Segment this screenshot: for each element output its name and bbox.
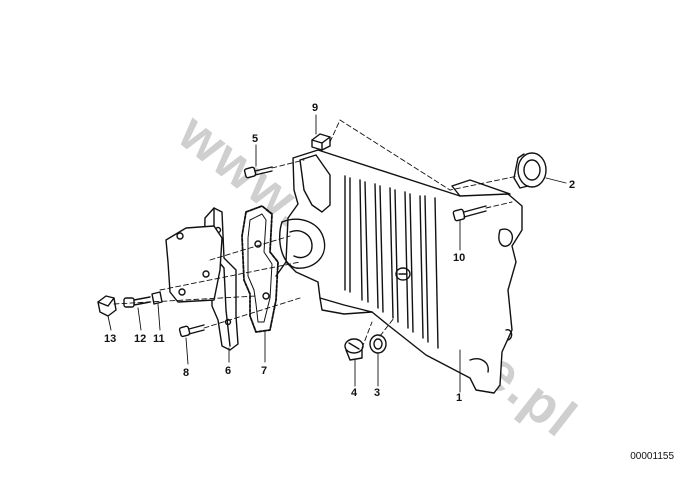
callout-6: 6 — [225, 365, 231, 377]
callout-1: 1 — [456, 392, 462, 404]
cover-gasket — [241, 205, 279, 333]
callout-4: 4 — [351, 387, 358, 399]
callout-12: 12 — [134, 333, 146, 345]
callout-5: 5 — [252, 133, 258, 145]
callout-2: 2 — [569, 179, 575, 191]
timing-case-cover — [275, 149, 523, 394]
bolt-upper — [243, 166, 273, 179]
alignment-lines — [113, 119, 519, 349]
diagram-id: 00001155 — [630, 451, 674, 462]
hex-nut — [311, 133, 331, 151]
spacer-sleeve — [151, 291, 163, 305]
cover-plate — [165, 225, 223, 303]
leader-lines — [107, 114, 567, 393]
screw-plug — [344, 338, 364, 361]
shaft-seal-ring — [513, 152, 547, 189]
callout-3: 3 — [374, 387, 380, 399]
callout-7: 7 — [261, 365, 267, 377]
callout-10: 10 — [453, 252, 465, 264]
callout-13: 13 — [104, 333, 116, 345]
callout-9: 9 — [312, 102, 318, 114]
rubber-cap — [97, 295, 117, 317]
callout-11: 11 — [153, 333, 165, 345]
callout-8: 8 — [183, 367, 189, 379]
sealing-washer — [369, 334, 387, 354]
bolt-lower — [178, 324, 205, 338]
